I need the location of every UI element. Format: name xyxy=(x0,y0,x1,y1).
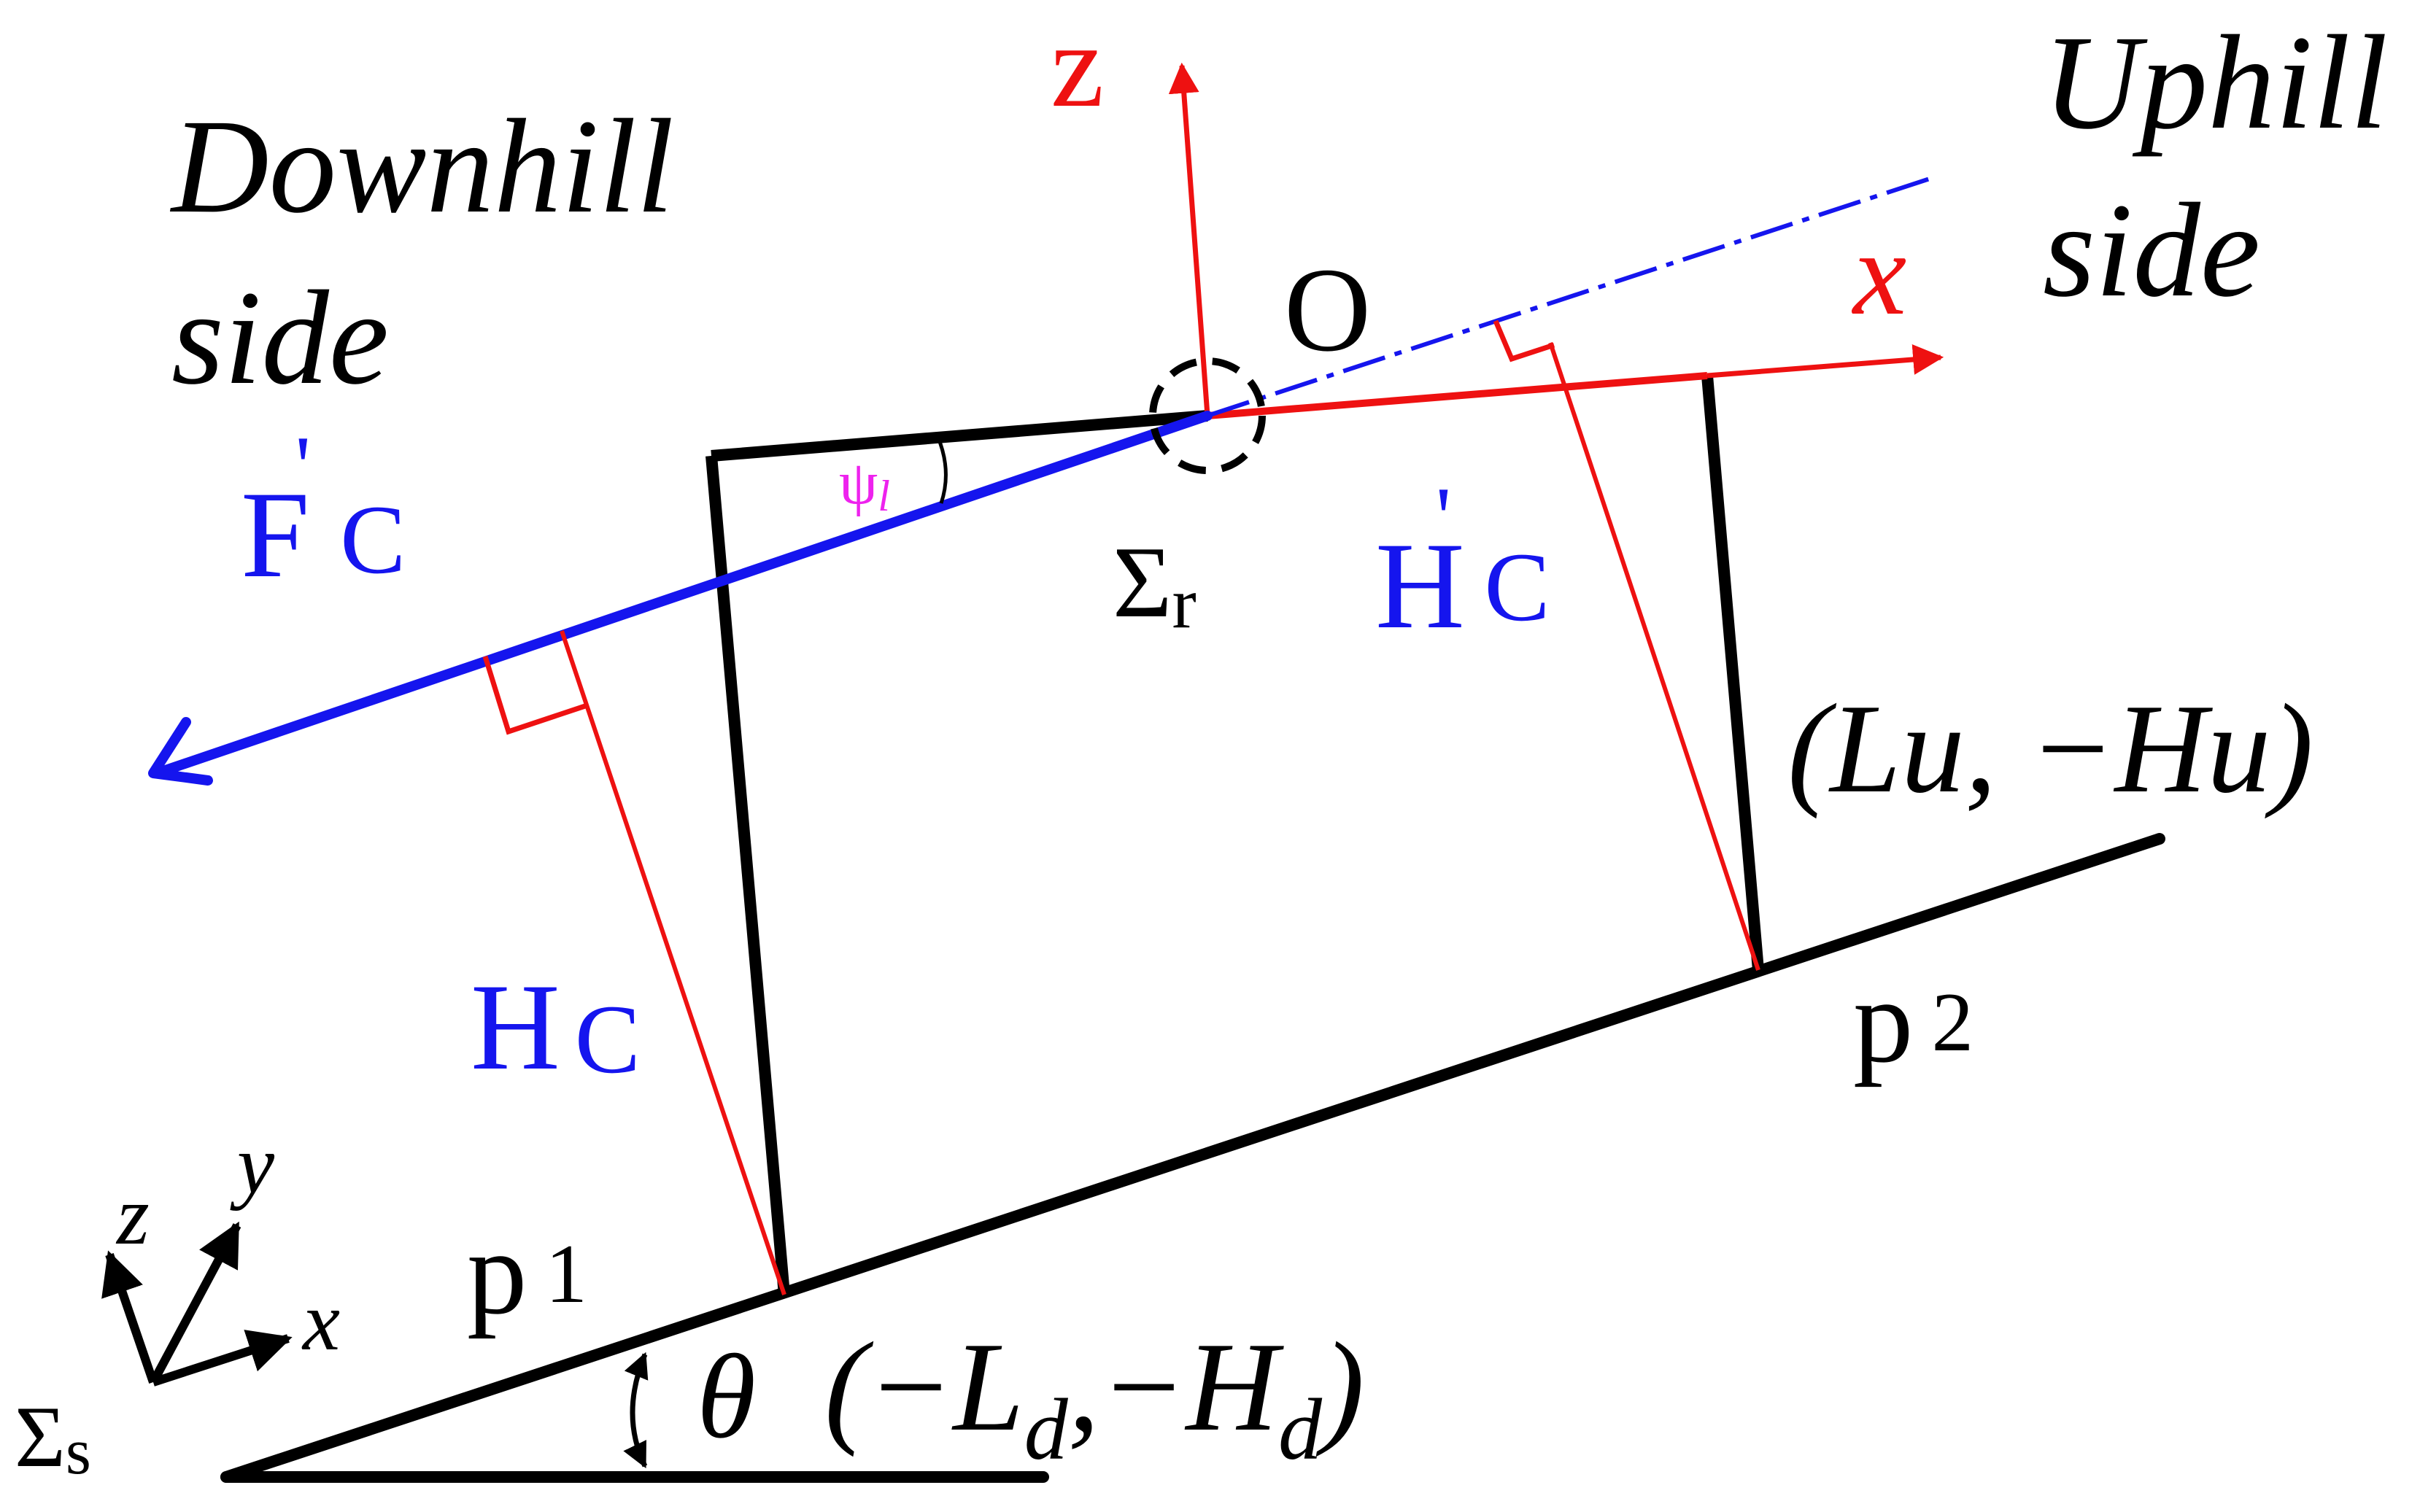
force-line-fc xyxy=(152,411,1213,778)
hc-prime-label: H'C xyxy=(1375,469,1550,654)
fc-label: F'C xyxy=(241,418,406,603)
hc-dimension-line xyxy=(560,630,786,1295)
corner-lower-label: (−Ld,−Hd) xyxy=(824,1316,1364,1478)
sigma-s-label: Σs xyxy=(15,1388,91,1488)
triad-y-arrow xyxy=(149,1221,241,1384)
uphill-label-line1: Uphill xyxy=(2043,8,2388,158)
x-axis-arrow xyxy=(1706,344,1944,379)
downhill-label-line2: side xyxy=(171,263,389,413)
x-axis-label: x xyxy=(1851,206,1906,340)
corner-upper-label: (Lu, −Hu) xyxy=(1787,678,2313,819)
z-axis-label: z xyxy=(1051,0,1104,132)
triad-z-label: z xyxy=(115,1169,150,1262)
downhill-label-line1: Downhill xyxy=(169,92,674,241)
sigma-r-label: Σr xyxy=(1113,526,1197,643)
block-top-left xyxy=(711,410,1208,462)
theta-angle-arc xyxy=(623,1352,649,1469)
z-axis-arrow xyxy=(1168,62,1210,416)
uphill-label-line2: side xyxy=(2043,176,2260,325)
hc-right-angle-mark xyxy=(482,655,587,735)
triad-z-arrow xyxy=(101,1250,158,1384)
force-line-extension xyxy=(1207,177,1930,418)
block-top-right-red xyxy=(1207,372,1708,419)
force-arrowhead xyxy=(148,717,213,786)
triad-x-label: x xyxy=(301,1275,340,1368)
hc-prime-right-angle-mark xyxy=(1493,319,1555,363)
psi-label: ψl xyxy=(839,449,890,520)
origin-label: O xyxy=(1284,243,1371,376)
psi-angle-arc xyxy=(935,435,948,504)
block-right-side xyxy=(1701,375,1764,971)
slope-line xyxy=(220,833,2165,1483)
theta-label: θ xyxy=(697,1330,756,1463)
hc-prime-dimension-line xyxy=(1548,342,1760,971)
triad-y-label: y xyxy=(230,1118,275,1211)
triad-x-arrow xyxy=(152,1330,293,1387)
origin-dashed-circle xyxy=(1149,357,1266,474)
block-left-side xyxy=(705,455,790,1295)
